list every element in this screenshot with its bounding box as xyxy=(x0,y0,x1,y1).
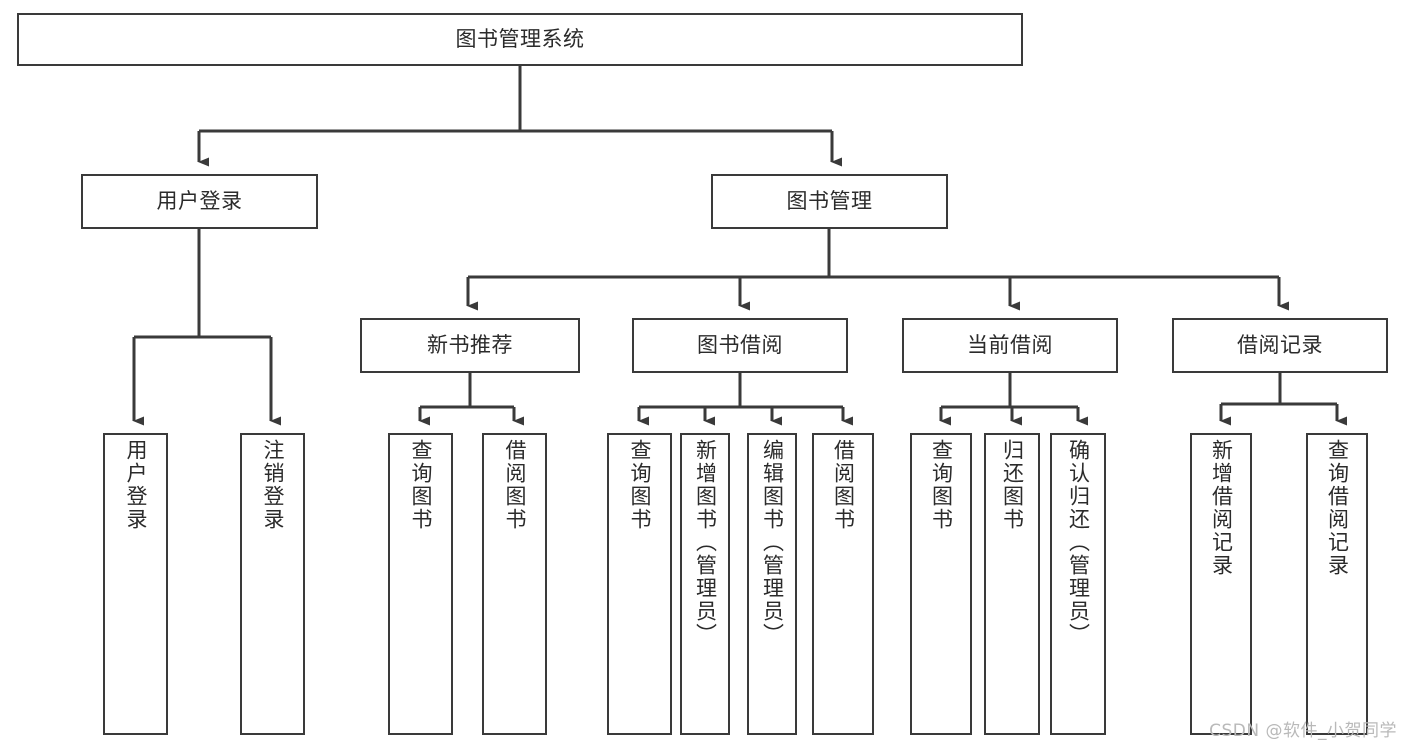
node-label: 用户登录 xyxy=(124,439,148,531)
leaf-edit-book-admin[interactable]: 编辑图书（管理员） xyxy=(747,433,797,735)
node-label: 图书借阅 xyxy=(697,333,783,358)
node-root-system[interactable]: 图书管理系统 xyxy=(17,13,1023,66)
node-label: 新增借阅记录 xyxy=(1209,439,1234,577)
leaf-borrow-book-recommend[interactable]: 借阅图书 xyxy=(482,433,547,735)
leaf-add-book-admin[interactable]: 新增图书（管理员） xyxy=(680,433,730,735)
node-label: 新书推荐 xyxy=(427,333,513,358)
node-label: 注销登录 xyxy=(261,439,285,531)
leaf-return-book[interactable]: 归还图书 xyxy=(984,433,1040,735)
node-label: 图书管理 xyxy=(786,189,873,214)
node-label: 查询图书 xyxy=(929,439,954,531)
node-label: 新增图书（管理员） xyxy=(693,439,718,646)
node-label: 查询图书 xyxy=(409,439,433,531)
leaf-query-book-current[interactable]: 查询图书 xyxy=(910,433,972,735)
node-book-management[interactable]: 图书管理 xyxy=(711,174,948,229)
node-book-borrow[interactable]: 图书借阅 xyxy=(632,318,848,373)
leaf-confirm-return-admin[interactable]: 确认归还（管理员） xyxy=(1050,433,1106,735)
node-label: 借阅图书 xyxy=(503,439,527,531)
node-label: 当前借阅 xyxy=(967,333,1053,358)
leaf-query-book-borrow[interactable]: 查询图书 xyxy=(607,433,672,735)
node-label: 借阅记录 xyxy=(1237,333,1323,358)
leaf-query-book-recommend[interactable]: 查询图书 xyxy=(388,433,453,735)
node-label: 归还图书 xyxy=(1000,439,1025,531)
node-current-borrow[interactable]: 当前借阅 xyxy=(902,318,1118,373)
node-label: 借阅图书 xyxy=(831,439,856,531)
leaf-borrow-book[interactable]: 借阅图书 xyxy=(812,433,874,735)
node-label: 查询借阅记录 xyxy=(1325,439,1350,577)
node-label: 用户登录 xyxy=(156,189,243,214)
leaf-logout-login[interactable]: 注销登录 xyxy=(240,433,305,735)
leaf-add-borrow-record[interactable]: 新增借阅记录 xyxy=(1190,433,1252,735)
node-user-login[interactable]: 用户登录 xyxy=(81,174,318,229)
node-borrow-record[interactable]: 借阅记录 xyxy=(1172,318,1388,373)
leaf-user-login[interactable]: 用户登录 xyxy=(103,433,168,735)
node-new-book-recommend[interactable]: 新书推荐 xyxy=(360,318,580,373)
node-label: 查询图书 xyxy=(628,439,652,531)
node-label: 编辑图书（管理员） xyxy=(760,439,785,646)
node-label: 图书管理系统 xyxy=(455,27,585,52)
node-label: 确认归还（管理员） xyxy=(1066,439,1091,646)
leaf-query-borrow-record[interactable]: 查询借阅记录 xyxy=(1306,433,1368,735)
